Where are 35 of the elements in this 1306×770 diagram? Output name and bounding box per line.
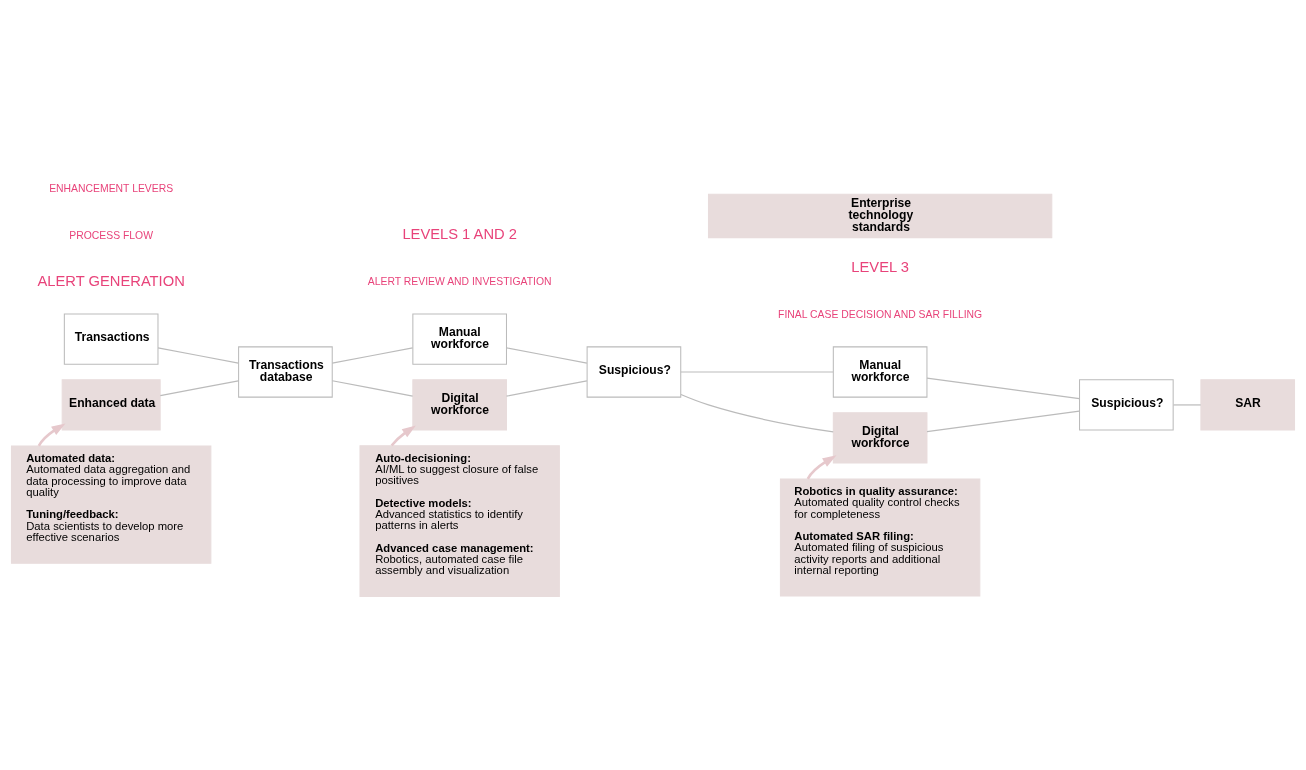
node-box: Suspicious?	[1079, 379, 1174, 431]
label: ALERT REVIEW AND INVESTIGATION	[367, 276, 552, 288]
node-box: Manual workforce	[832, 346, 928, 398]
node-box: Enhanced data	[61, 379, 161, 431]
connector	[680, 393, 834, 433]
node-box: Enterprise technology standards	[707, 193, 1053, 239]
node-box: SAR	[1200, 379, 1296, 431]
label: ALERT GENERATION	[37, 273, 185, 290]
node-box: Digital workforce	[832, 412, 928, 464]
label: PROCESS FLOW	[69, 229, 154, 241]
connector	[926, 377, 1080, 400]
connector	[680, 371, 834, 373]
connector	[157, 347, 239, 364]
node-box: Auto-decisioning: AI/ML to suggest closure of false positives Detective models: Advanced statistics to identify patterns in alerts Advanced case management: Robotics, automated case file assembly and visualization	[359, 445, 560, 598]
node-box: Transactions database	[238, 346, 333, 398]
arrow	[806, 455, 837, 480]
connector	[505, 380, 588, 397]
node-box: Automated data: Automated data aggregation and data processing to improve data quality Tuning/feedback: Data scientists to develop more effective scenarios	[10, 445, 212, 564]
connector	[331, 380, 414, 397]
connector	[505, 347, 588, 364]
node-box: Digital workforce	[412, 379, 507, 431]
arrow	[390, 425, 416, 447]
arrow	[37, 423, 66, 447]
label: LEVELS 1 AND 2	[402, 226, 517, 243]
connector	[331, 347, 414, 364]
node-box: Manual workforce	[412, 313, 507, 365]
label: ENHANCEMENT LEVERS	[49, 182, 174, 194]
label: LEVEL 3	[851, 259, 909, 276]
connector	[926, 410, 1080, 433]
connector	[159, 380, 239, 397]
node-box: Robotics in quality assurance: Automated quality control checks for completeness Automated SAR filing: Automated filing of suspicious activity reports and additional internal reporting	[779, 478, 981, 597]
node-box: Suspicious?	[586, 346, 682, 398]
node-box: Transactions	[63, 313, 159, 365]
connector	[1172, 404, 1202, 406]
label: FINAL CASE DECISION AND SAR FILLING	[778, 309, 983, 321]
